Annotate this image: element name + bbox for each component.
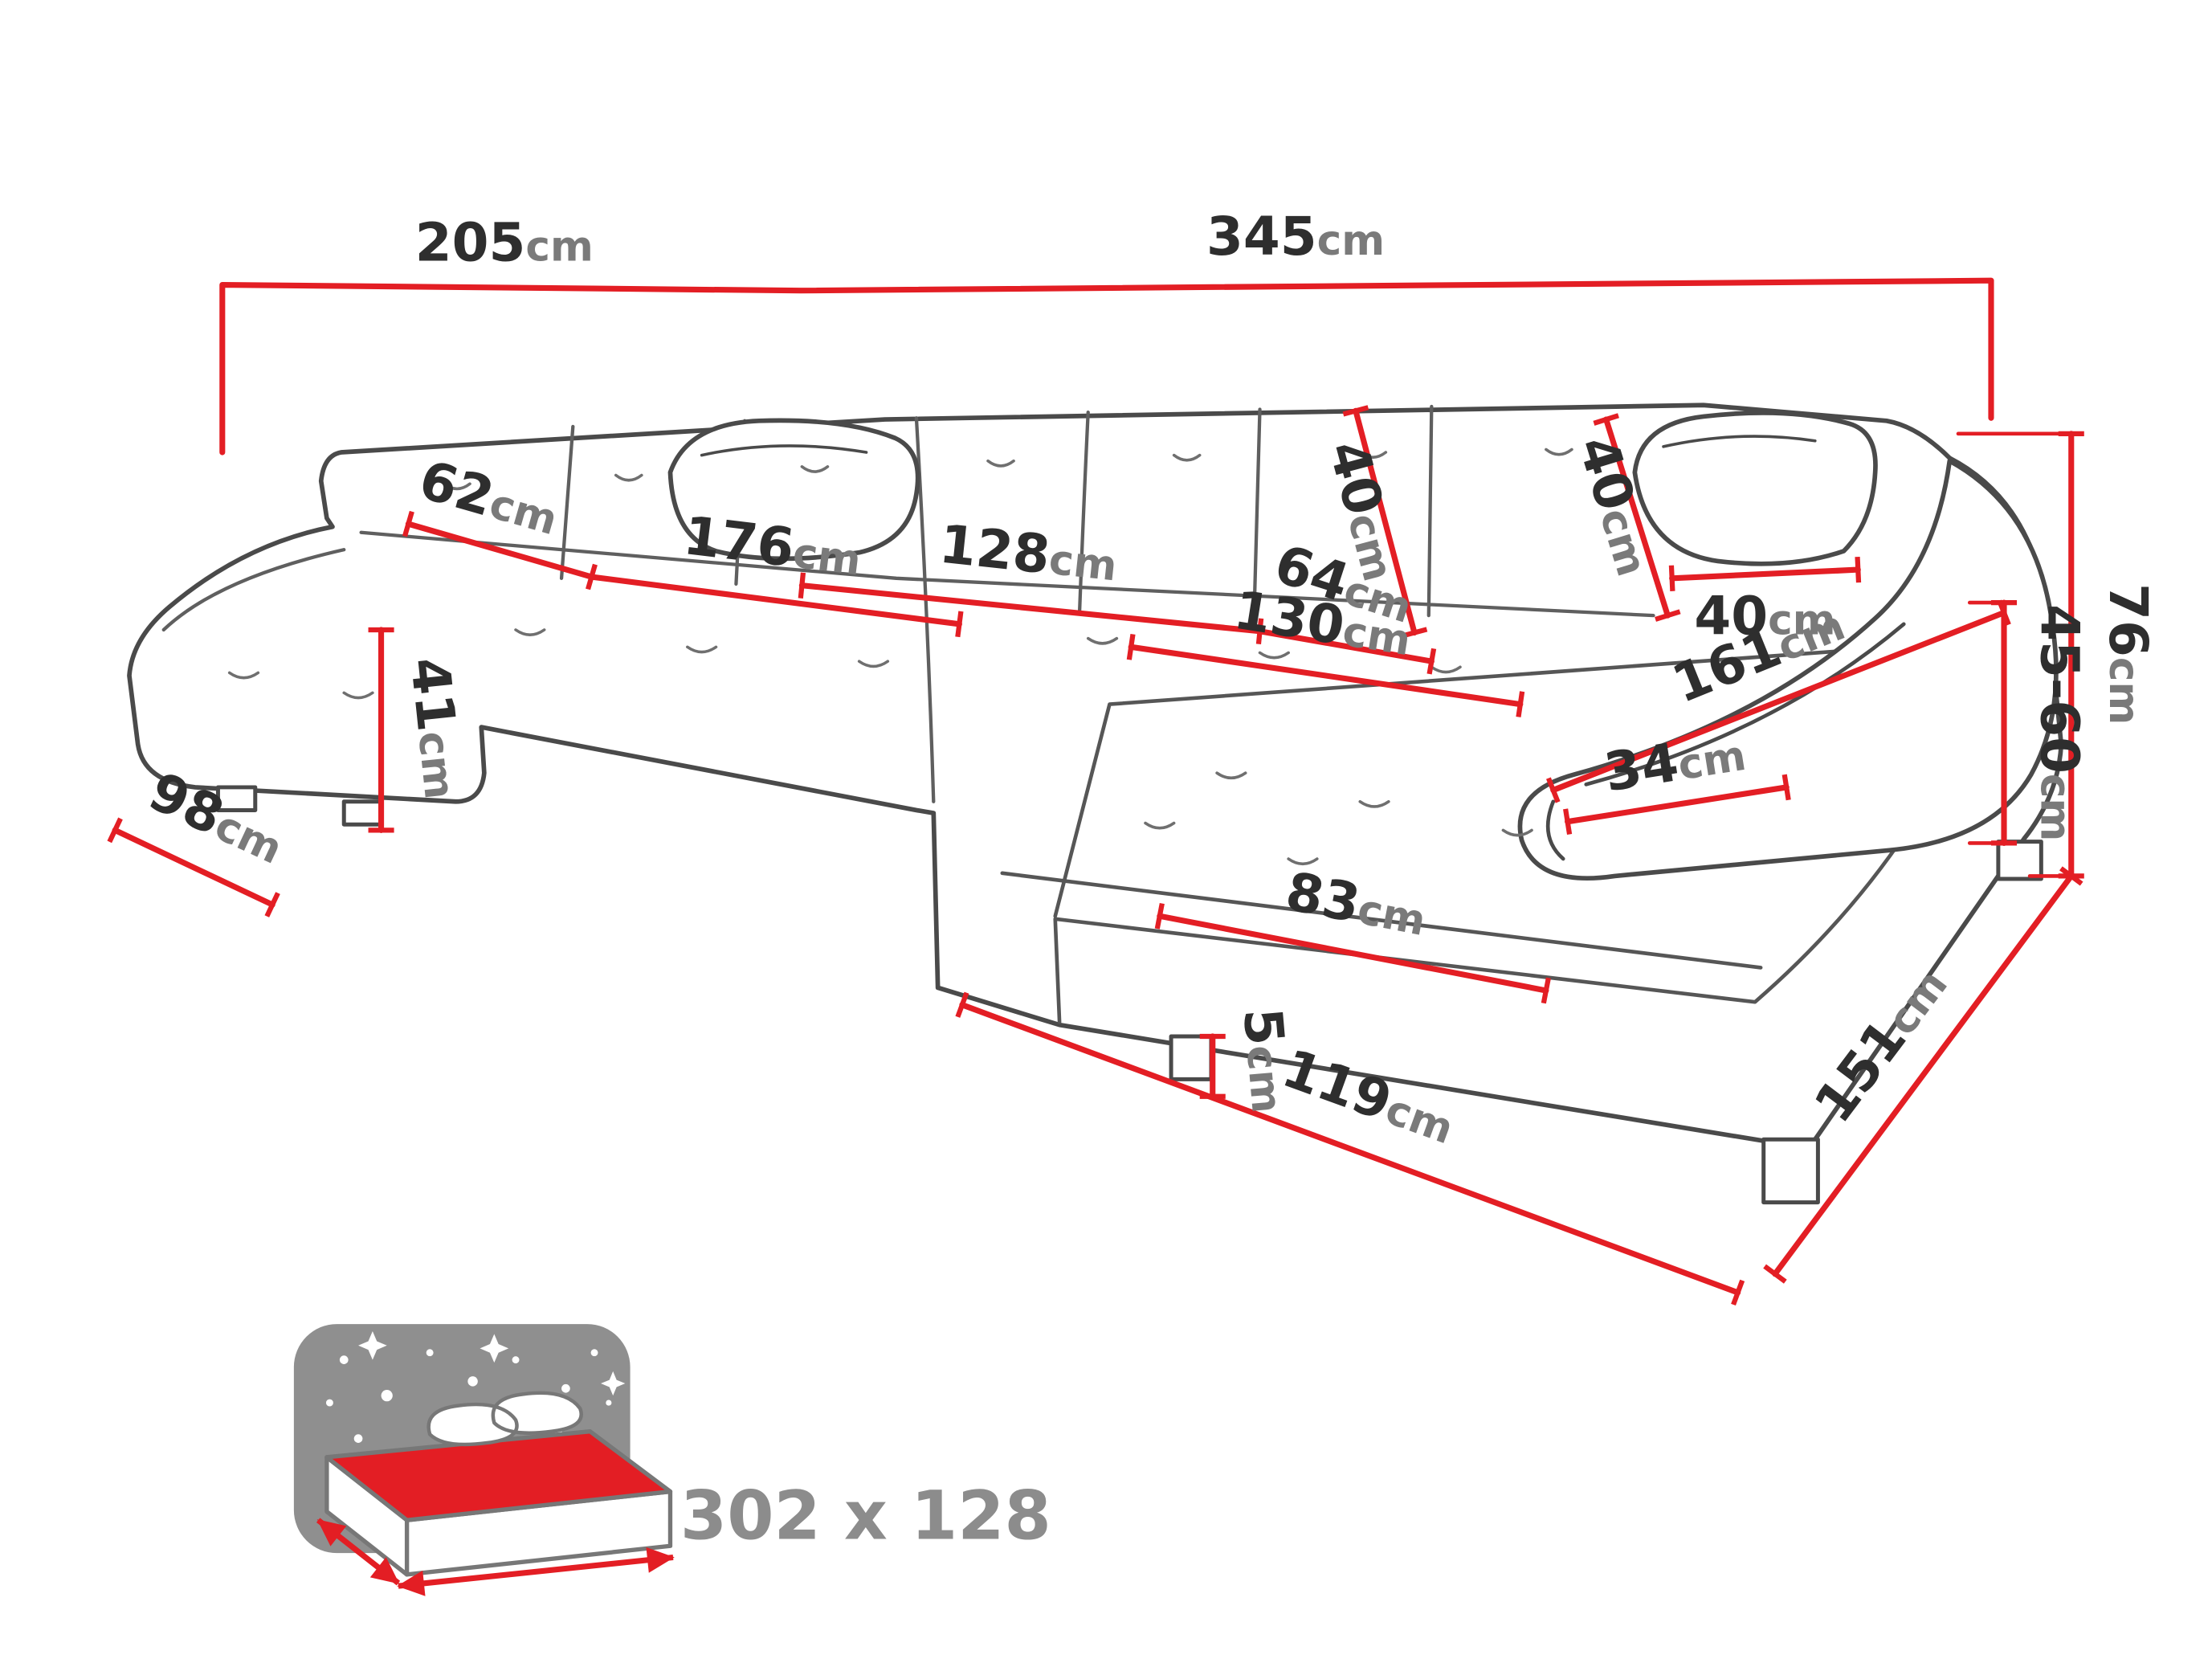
dimension-line-pillow-right-height [1593, 413, 1681, 622]
dimension-line-backrest-depth [402, 510, 598, 590]
sleeping-function-bed-icon [293, 1324, 675, 1596]
dimension-line-armrest-width [1563, 774, 1791, 836]
dimension-line-armrest-length [1546, 599, 2011, 803]
label-seat-height: 41cm [398, 655, 475, 802]
label-chaise-right-width: 83cm [1281, 860, 1432, 948]
bed-dimension-arrows [316, 1518, 675, 1596]
dimension-line-seat-right-length [1126, 634, 1525, 717]
bed-pillows [426, 1391, 583, 1447]
dimension-line-front-width [955, 991, 1745, 1306]
label-pillow-right-width: 40cm [1694, 585, 1835, 647]
label-seat-mid-length: 128cm [937, 513, 1120, 594]
left-pillow-fold [700, 444, 868, 457]
label-wall-left: 205cm [415, 211, 594, 273]
dimension-line-seat-mid-length [798, 572, 1264, 644]
label-foot-clearance: 5cm [1231, 1006, 1302, 1116]
label-armrest-width: 34cm [1600, 721, 1749, 804]
right-pillow-fold [1662, 435, 1817, 448]
dimension-line-walls [219, 277, 1994, 456]
sleeping-area-label: 302 x 128 [680, 1476, 1051, 1555]
dimension-line-pillow-mid-height [1342, 405, 1428, 639]
left-pillow [667, 418, 920, 562]
label-total-height: 76cm [2097, 583, 2159, 725]
bed-width-arrow [397, 1547, 675, 1596]
dimension-lines [107, 277, 2084, 1306]
label-wall-right: 345cm [1206, 206, 1385, 268]
dimension-line-chaise-right-depth [1763, 866, 2083, 1284]
bed-depth-arrow [316, 1518, 401, 1586]
label-armrest-height: 45-60cm [2028, 604, 2090, 841]
dimension-line-chaise-left-width [107, 817, 280, 917]
dimension-line-chaise-right-width [1154, 902, 1551, 1004]
label-seat-left-length: 176cm [680, 505, 865, 587]
dimension-line-pillow-right-width [1668, 556, 1862, 591]
